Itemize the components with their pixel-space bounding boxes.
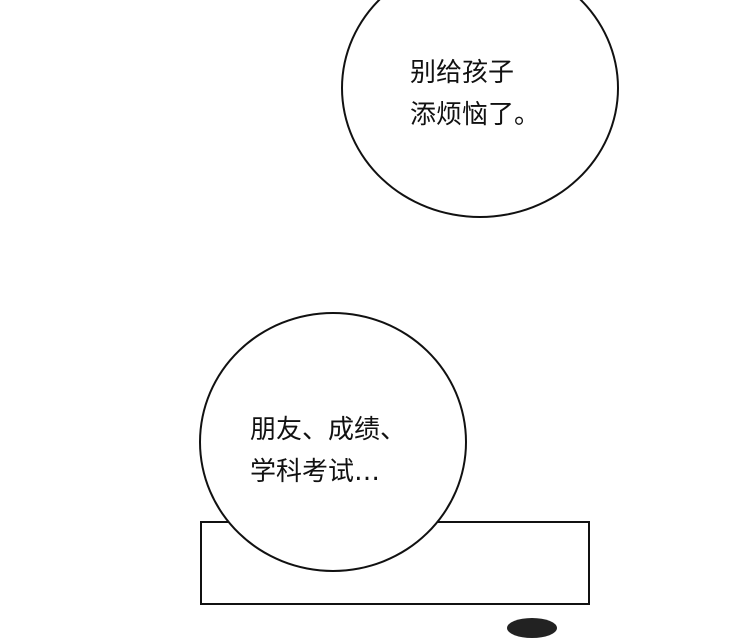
panel-artwork-fragment <box>507 618 557 638</box>
speech-bubble-bottom-text: 朋友、成绩、 学科考试… <box>250 409 406 493</box>
speech-bubble-top <box>341 0 619 218</box>
bubble-line: 别给孩子 <box>410 58 515 88</box>
bubble-line: 学科考试… <box>250 457 381 487</box>
speech-bubble-bottom <box>199 312 467 572</box>
bubble-line: 朋友、成绩、 <box>250 415 407 445</box>
bubble-line: 添烦恼了。 <box>410 100 541 130</box>
speech-bubble-top-text: 别给孩子 添烦恼了。 <box>410 52 540 136</box>
